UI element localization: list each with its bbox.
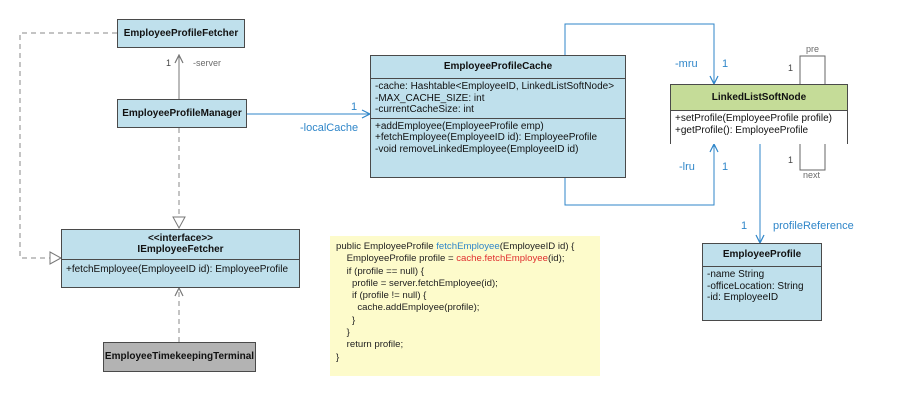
profile-reference-multiplicity: 1 bbox=[741, 220, 748, 232]
code-line: return profile; bbox=[336, 339, 404, 351]
code-cache-call: cache.fetchEmployee bbox=[456, 253, 548, 265]
code-method-name: fetchEmployee bbox=[436, 241, 500, 252]
code-note: public EmployeeProfile fetchEmployee(Emp… bbox=[330, 236, 600, 376]
mru-multiplicity: 1 bbox=[722, 58, 729, 70]
method-remove-linked-employee: -void removeLinkedEmployee(EmployeeID id… bbox=[375, 143, 579, 155]
code-line: if (profile != null) { bbox=[336, 290, 427, 302]
lru-role-label: -lru bbox=[679, 161, 695, 173]
class-name: EmployeeTimekeepingTerminal bbox=[104, 351, 255, 362]
fetcher-realizes-interface-edge bbox=[19, 32, 117, 265]
employee-profile-class[interactable]: EmployeeProfile -name String -officeLoca… bbox=[702, 243, 822, 321]
attribute-max-cache-size: -MAX_CACHE_SIZE: int bbox=[375, 92, 485, 104]
method-fetch-employee: +fetchEmployee(EmployeeID id): EmployeeP… bbox=[66, 264, 289, 275]
iemployee-fetcher-interface[interactable]: <<interface>> IEmployeeFetcher +fetchEmp… bbox=[61, 229, 300, 288]
next-multiplicity: 1 bbox=[788, 155, 794, 165]
attribute-office-location: -officeLocation: String bbox=[707, 280, 804, 292]
method-set-profile: +setProfile(EmployeeProfile profile) bbox=[675, 113, 833, 124]
code-line: } bbox=[336, 314, 356, 326]
code-line: if (profile == null) { bbox=[336, 265, 424, 277]
localcache-role-label: -localCache bbox=[300, 122, 359, 134]
cache-mru-edge bbox=[564, 23, 714, 84]
code-line: cache.addEmployee(profile); bbox=[336, 302, 480, 314]
class-name: EmployeeProfileCache bbox=[443, 61, 553, 72]
code-line: EmployeeProfile profile = cache.fetchEmp… bbox=[336, 253, 565, 265]
method-get-profile: +getProfile(): EmployeeProfile bbox=[675, 124, 809, 136]
next-role-label: next bbox=[803, 170, 821, 180]
attribute-current-cache-size: -currentCacheSize: int bbox=[375, 104, 474, 115]
pre-multiplicity: 1 bbox=[788, 63, 794, 73]
interface-stereotype: <<interface>> bbox=[147, 233, 214, 244]
code-line: public EmployeeProfile fetchEmployee(Emp… bbox=[336, 241, 575, 252]
employee-profile-fetcher-class[interactable]: EmployeeProfileFetcher bbox=[117, 19, 245, 48]
attribute-id: -id: EmployeeID bbox=[707, 292, 779, 303]
pre-role-label: pre bbox=[806, 44, 820, 54]
profile-reference-role-label: profileReference bbox=[773, 220, 854, 232]
attribute-name: -name String bbox=[707, 269, 765, 280]
code-line: } bbox=[336, 351, 340, 363]
localcache-multiplicity: 1 bbox=[351, 101, 358, 113]
code-line: profile = server.fetchEmployee(id); bbox=[336, 277, 498, 289]
method-add-employee: +addEmployee(EmployeeProfile emp) bbox=[375, 120, 544, 132]
employee-timekeeping-terminal-class[interactable]: EmployeeTimekeepingTerminal bbox=[103, 342, 256, 372]
employee-profile-manager-class[interactable]: EmployeeProfileManager bbox=[117, 99, 247, 128]
mru-role-label: -mru bbox=[675, 58, 698, 70]
class-name: IEmployeeFetcher bbox=[137, 244, 224, 255]
employee-profile-cache-class[interactable]: EmployeeProfileCache -cache: Hashtable<E… bbox=[370, 55, 626, 178]
class-name: EmployeeProfile bbox=[722, 249, 802, 260]
class-name: LinkedListSoftNode bbox=[671, 85, 847, 110]
class-name: EmployeeProfileFetcher bbox=[123, 28, 239, 39]
class-name: EmployeeProfileManager bbox=[122, 108, 242, 119]
method-fetch-employee: +fetchEmployee(EmployeeID id): EmployeeP… bbox=[375, 132, 598, 143]
cache-lru-edge bbox=[564, 144, 714, 206]
server-multiplicity: 1 bbox=[166, 58, 172, 68]
linked-list-soft-node-class[interactable]: LinkedListSoftNode +setProfile(EmployeeP… bbox=[670, 84, 848, 144]
server-role-label: -server bbox=[193, 58, 222, 68]
code-line: } bbox=[336, 327, 350, 339]
lru-multiplicity: 1 bbox=[722, 161, 729, 173]
attribute-cache: -cache: Hashtable<EmployeeID, LinkedList… bbox=[375, 81, 615, 92]
